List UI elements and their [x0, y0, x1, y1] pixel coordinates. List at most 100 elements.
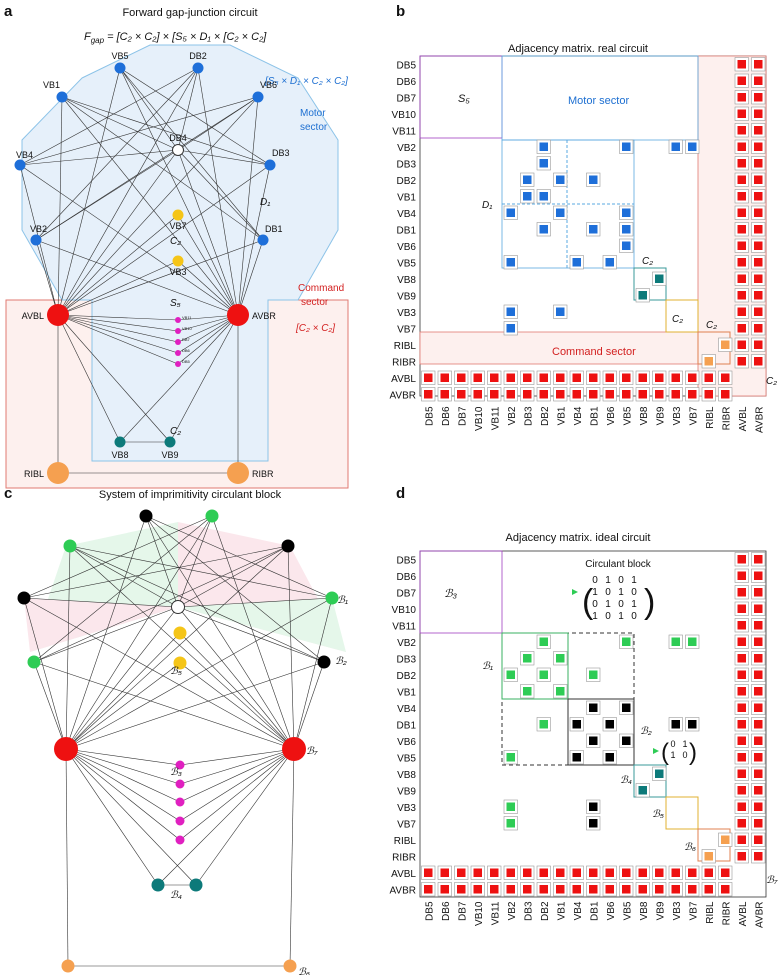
cell-mark	[737, 802, 746, 811]
matrix-d-b4-block	[633, 764, 667, 798]
cell-mark	[539, 868, 548, 877]
graph-c-node	[61, 959, 75, 973]
cell-mark	[589, 390, 598, 399]
cell-mark	[721, 390, 730, 399]
col-label-vb7: VB7	[688, 901, 699, 920]
circulant-cell: 1	[605, 599, 611, 610]
row-label-vb7: VB7	[397, 819, 416, 830]
edge	[293, 661, 325, 750]
cell-mark	[737, 571, 746, 580]
edge	[65, 748, 181, 803]
cell-mark	[704, 373, 713, 382]
cell-mark	[737, 604, 746, 613]
col-label-db6: DB6	[441, 901, 452, 921]
cell-mark	[754, 769, 763, 778]
cell-mark	[589, 225, 598, 234]
row-label-vb4: VB4	[397, 209, 416, 220]
circulant-cell: 1	[631, 575, 637, 586]
col-label-vb4: VB4	[573, 406, 584, 425]
label-b7: ℬ₇	[306, 746, 318, 757]
cell-mark	[737, 753, 746, 762]
node-label-avbl: AVBL	[22, 311, 44, 321]
row-label-vb5: VB5	[397, 753, 416, 764]
cell-mark	[572, 390, 581, 399]
cell-mark	[539, 390, 548, 399]
edge	[287, 545, 295, 750]
cell-mark	[506, 373, 515, 382]
graph-c-node	[27, 655, 41, 669]
edge	[177, 149, 239, 316]
edge	[177, 67, 199, 151]
cell-mark	[622, 225, 631, 234]
graph-c-node	[281, 539, 295, 553]
graph-c-node	[325, 591, 339, 605]
formula-f: Fgap = [C₂ × C₂] × [S₅ × D₁ × [C₂ × C₂]	[84, 31, 267, 45]
cell-mark	[589, 736, 598, 745]
edge	[65, 515, 213, 750]
cell-mark	[622, 142, 631, 151]
circulant-cell: 1	[592, 587, 598, 598]
cell-mark	[737, 109, 746, 118]
cell-mark	[655, 885, 664, 894]
cell-mark	[473, 373, 482, 382]
cell-mark	[622, 241, 631, 250]
matrix-d-b1-block	[501, 632, 569, 700]
cell-mark	[754, 60, 763, 69]
row-label-vb10: VB10	[392, 605, 417, 616]
cell-mark	[754, 571, 763, 580]
graph-c-node	[151, 878, 165, 892]
node-label-db3: DB3	[272, 148, 290, 158]
node-label-db4: DB4	[169, 133, 187, 143]
cell-mark	[490, 373, 499, 382]
edge	[237, 164, 271, 316]
edge	[289, 748, 295, 967]
cell-mark	[754, 76, 763, 85]
node-db6	[175, 350, 181, 356]
cell-mark	[754, 720, 763, 729]
cell-mark	[539, 885, 548, 894]
cell-mark	[754, 819, 763, 828]
edge	[119, 67, 179, 151]
cell-mark	[622, 736, 631, 745]
edge	[69, 545, 333, 599]
cell-mark	[539, 142, 548, 151]
cell-mark	[440, 390, 449, 399]
cell-mark	[737, 192, 746, 201]
matrix-d-b4-label: ℬ₄	[620, 775, 632, 786]
col-label-vb10: VB10	[474, 406, 485, 431]
cell-mark	[539, 192, 548, 201]
col-label-db5: DB5	[424, 406, 435, 426]
cell-mark	[754, 736, 763, 745]
edge	[57, 314, 121, 443]
edge	[33, 545, 289, 663]
cell-mark	[572, 753, 581, 762]
edge	[33, 606, 179, 663]
edge	[57, 314, 171, 443]
cell-mark	[754, 852, 763, 861]
edge	[237, 239, 264, 316]
cell-mark	[671, 142, 680, 151]
cell-mark	[737, 159, 746, 168]
cell-mark	[737, 324, 746, 333]
matrix-b-d1-label: D₁	[482, 200, 492, 211]
cell-mark	[638, 885, 647, 894]
edge	[237, 96, 259, 316]
row-label-vb8: VB8	[397, 275, 416, 286]
cell-mark	[754, 126, 763, 135]
graph-c-node	[63, 539, 77, 553]
cell-mark	[605, 373, 614, 382]
motor-sector-label-1: Motor	[300, 108, 326, 119]
col-label-db3: DB3	[523, 406, 534, 426]
cell-mark	[457, 885, 466, 894]
row-label-vb7: VB7	[397, 324, 416, 335]
row-label-ribl: RIBL	[394, 341, 417, 352]
graph-c-node	[17, 591, 31, 605]
panel-letter-c: c	[4, 485, 12, 502]
cell-mark	[688, 885, 697, 894]
col-label-db6: DB6	[441, 406, 452, 426]
row-label-vb3: VB3	[397, 803, 416, 814]
row-label-db5: DB5	[397, 555, 417, 566]
node-vb4	[14, 159, 26, 171]
node-db1	[257, 234, 269, 246]
